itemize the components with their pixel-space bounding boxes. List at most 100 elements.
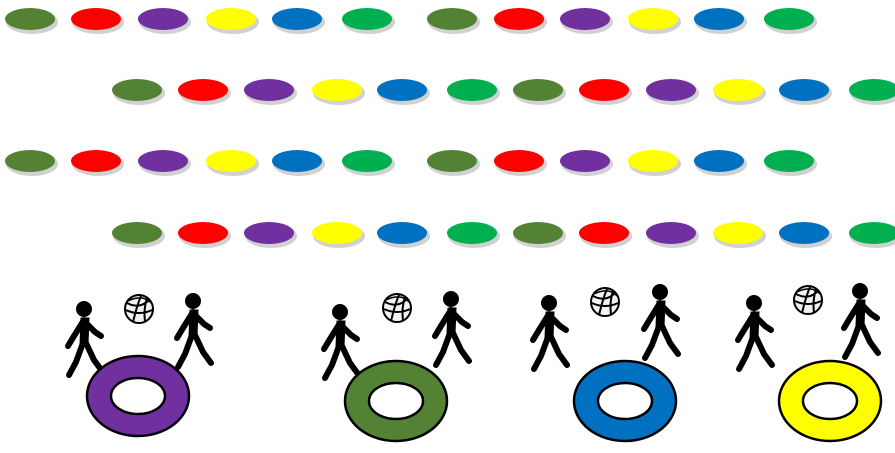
floor-spot — [447, 79, 497, 101]
floor-spot — [377, 222, 427, 244]
floor-spot-bright_green — [849, 222, 895, 248]
floor-spot — [71, 150, 121, 172]
floor-spot-red — [71, 150, 124, 176]
floor-spot-yellow — [713, 79, 766, 105]
volleyball-icon — [125, 295, 153, 323]
floor-spot — [112, 79, 162, 101]
spot-row-4 — [112, 222, 895, 248]
floor-spot — [579, 222, 629, 244]
floor-spot — [713, 79, 763, 101]
floor-spot — [138, 8, 188, 30]
floor-spot-purple — [244, 222, 297, 248]
walking-person-icon — [738, 296, 772, 370]
floor-spot-yellow — [206, 8, 259, 34]
floor-spot — [427, 8, 477, 30]
floor-spot — [694, 8, 744, 30]
floor-spot-green — [112, 222, 165, 248]
floor-spot-red — [494, 150, 547, 176]
floor-spot — [244, 222, 294, 244]
floor-spot — [560, 8, 610, 30]
floor-spot-green — [427, 8, 480, 34]
ring-target-icon — [345, 361, 447, 441]
floor-spot — [138, 150, 188, 172]
floor-spot-purple — [138, 8, 191, 34]
floor-spot-yellow — [312, 222, 365, 248]
floor-spot — [764, 150, 814, 172]
floor-spot-red — [579, 79, 632, 105]
walking-person-icon — [435, 292, 469, 366]
floor-spot-green — [112, 79, 165, 105]
floor-spot-bright_green — [764, 150, 817, 176]
floor-spot-blue — [694, 150, 747, 176]
floor-spot — [713, 222, 763, 244]
station-purple — [68, 294, 211, 437]
floor-spot — [112, 222, 162, 244]
floor-spot-blue — [377, 79, 430, 105]
floor-spot — [272, 150, 322, 172]
floor-spot-purple — [646, 222, 699, 248]
floor-spot — [779, 222, 829, 244]
floor-spot-green — [513, 79, 566, 105]
floor-spot-purple — [560, 150, 613, 176]
floor-spot — [646, 222, 696, 244]
spot-row-1 — [5, 8, 817, 34]
floor-spot-red — [178, 79, 231, 105]
floor-spot — [312, 222, 362, 244]
floor-spot-bright_green — [849, 79, 895, 105]
floor-spot-bright_green — [342, 8, 395, 34]
volleyball-icon — [794, 286, 822, 314]
floor-spot — [342, 8, 392, 30]
floor-spot — [312, 79, 362, 101]
floor-spot-bright_green — [447, 222, 500, 248]
floor-spot — [5, 150, 55, 172]
walking-person-icon — [324, 305, 358, 379]
floor-spot-red — [178, 222, 231, 248]
floor-spot — [206, 8, 256, 30]
floor-spot — [694, 150, 744, 172]
floor-spot-blue — [779, 222, 832, 248]
floor-spot — [513, 222, 563, 244]
floor-spot-yellow — [628, 150, 681, 176]
floor-spot — [427, 150, 477, 172]
floor-spot-purple — [244, 79, 297, 105]
volleyball-icon — [591, 288, 619, 316]
floor-spot — [494, 8, 544, 30]
floor-spot — [628, 150, 678, 172]
floor-spot — [244, 79, 294, 101]
floor-spot — [579, 79, 629, 101]
floor-spot — [447, 222, 497, 244]
walking-person-icon — [533, 296, 567, 370]
floor-spot — [513, 79, 563, 101]
floor-spot-green — [5, 8, 58, 34]
floor-spot-blue — [272, 150, 325, 176]
walking-person-icon — [644, 285, 678, 359]
spot-row-3 — [5, 150, 817, 176]
spot-rows — [5, 8, 895, 248]
floor-spot — [342, 150, 392, 172]
floor-spot-blue — [272, 8, 325, 34]
ring-target-icon — [87, 356, 189, 436]
walking-person-icon — [177, 294, 211, 368]
station-green — [324, 292, 469, 442]
walking-person-icon — [68, 302, 102, 376]
stations — [68, 284, 881, 442]
floor-spot-blue — [377, 222, 430, 248]
floor-spot-green — [513, 222, 566, 248]
floor-spot — [494, 150, 544, 172]
spot-row-2 — [112, 79, 895, 105]
floor-spot-yellow — [628, 8, 681, 34]
floor-spot — [779, 79, 829, 101]
floor-spot — [5, 8, 55, 30]
floor-spot-red — [494, 8, 547, 34]
volleyball-icon — [383, 294, 411, 322]
floor-spot-purple — [138, 150, 191, 176]
floor-spot-yellow — [713, 222, 766, 248]
floor-spot-yellow — [206, 150, 259, 176]
floor-spot-green — [5, 150, 58, 176]
station-blue — [533, 285, 678, 442]
ring-target-icon — [574, 361, 676, 441]
station-yellow — [738, 284, 881, 442]
floor-spot — [272, 8, 322, 30]
walking-person-icon — [844, 284, 878, 358]
